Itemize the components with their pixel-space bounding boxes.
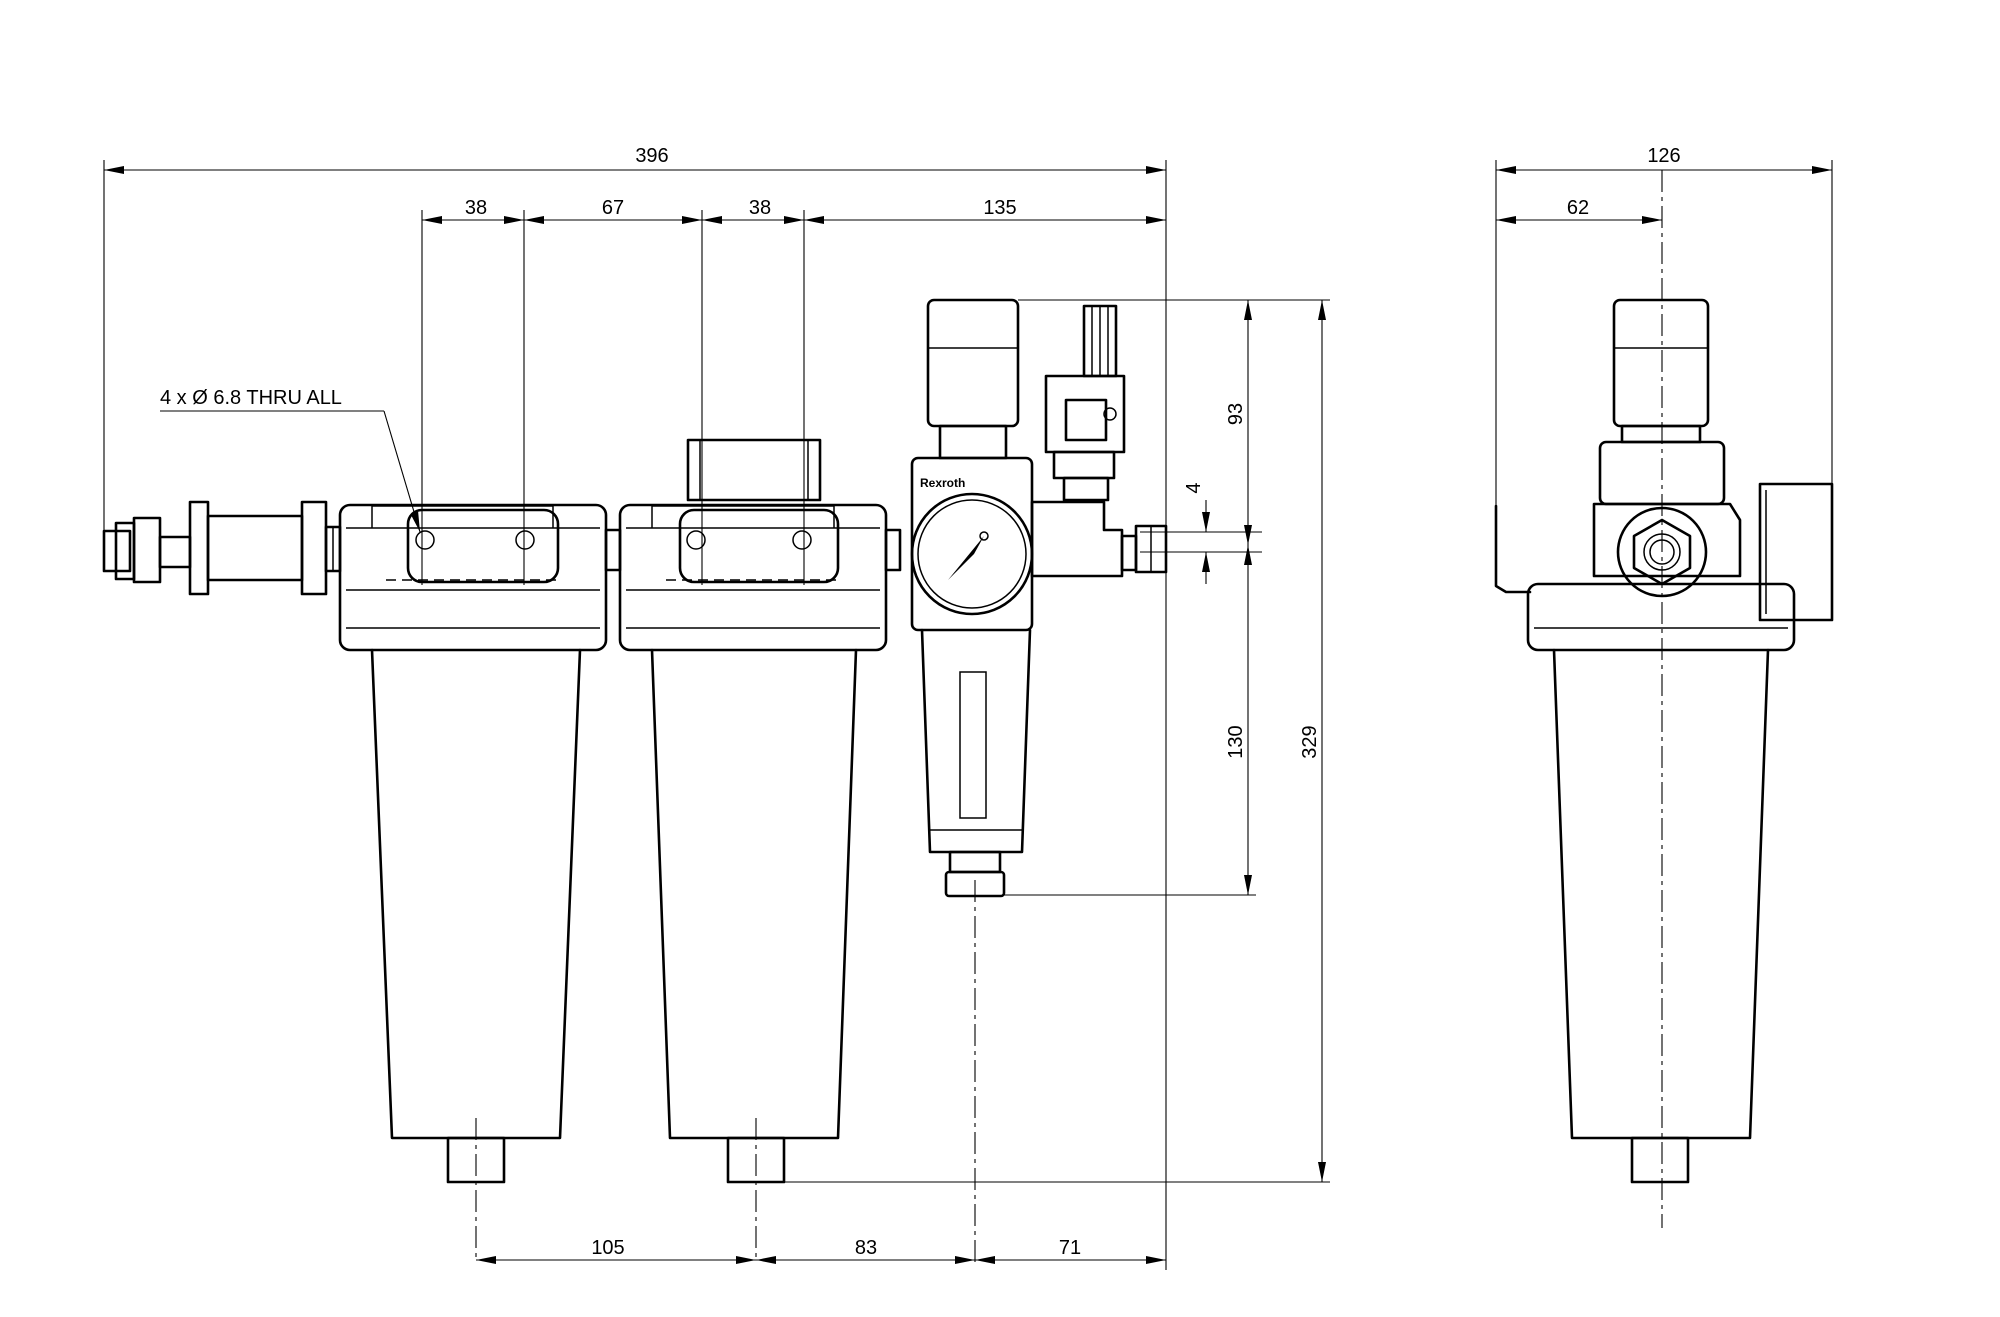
dim-side-width: 126 — [1647, 145, 1680, 167]
dim-drain-c: 71 — [1059, 1237, 1081, 1259]
filter-regulator: Rexroth — [910, 298, 1034, 1262]
dim-port-spacing-c: 38 — [749, 197, 771, 219]
dim-drain-b: 83 — [855, 1237, 877, 1259]
filter-2 — [618, 438, 888, 1262]
front-dimensions: 396 38 67 38 135 4 x Ø 6.8 THRU ALL 93 4 — [103, 145, 1330, 1270]
filter-1 — [338, 503, 608, 1262]
connector-2 — [884, 528, 902, 572]
dim-overall-length: 396 — [635, 145, 668, 167]
dim-port-to-end: 135 — [983, 197, 1016, 219]
connector-1 — [604, 528, 622, 572]
dim-overall-height: 329 — [1299, 725, 1321, 758]
callout-mounting-holes: 4 x Ø 6.8 THRU ALL — [160, 387, 342, 409]
dim-port-spacing-a: 38 — [465, 197, 487, 219]
dim-port-spacing-b: 67 — [602, 197, 624, 219]
dim-height-top: 93 — [1225, 403, 1247, 425]
inlet-fitting — [102, 500, 342, 596]
side-dimensions: 126 62 — [1495, 145, 1833, 520]
dim-height-bottom: 130 — [1225, 725, 1247, 758]
dim-height-offset: 4 — [1183, 482, 1205, 493]
dim-side-offset: 62 — [1567, 197, 1589, 219]
front-view: Rexroth — [102, 298, 1168, 1262]
brand-label: Rexroth — [920, 476, 965, 490]
side-view — [1494, 170, 1834, 1228]
gauge-needle — [948, 536, 984, 580]
solenoid-valve — [1030, 304, 1168, 578]
dim-drain-a: 105 — [591, 1237, 624, 1259]
